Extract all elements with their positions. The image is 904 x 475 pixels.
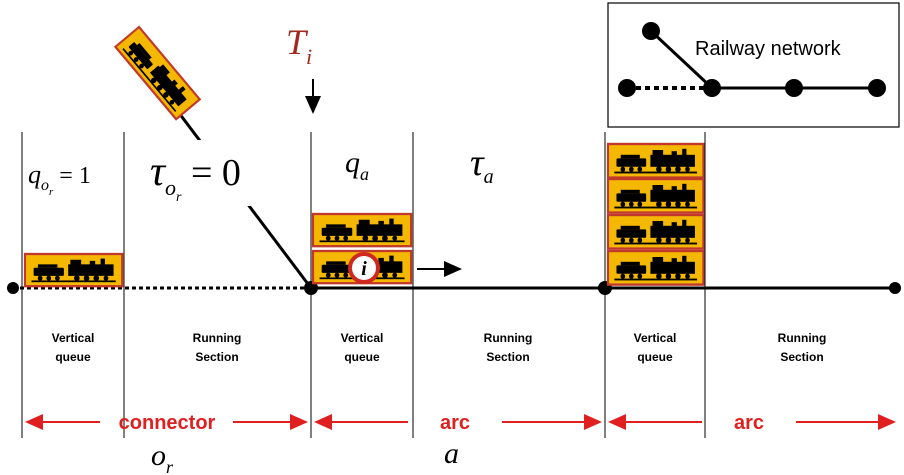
section-label: Vertical <box>341 331 384 345</box>
train-queue-next <box>606 249 705 286</box>
q-or-label: qor = 1 <box>28 160 91 198</box>
node <box>304 281 318 295</box>
legend-text: Railway network <box>695 38 842 60</box>
bracket-label-arc: arc <box>440 412 470 434</box>
section-label: queue <box>344 350 380 364</box>
section-label: Running <box>778 331 827 345</box>
legend-node-icon <box>868 79 886 97</box>
train-incoming <box>114 25 201 121</box>
section-label: queue <box>637 350 673 364</box>
bracket-label-arc: arc <box>734 412 764 434</box>
section-label: Vertical <box>52 331 95 345</box>
train-i-marker <box>348 252 380 284</box>
legend-node-icon <box>703 79 721 97</box>
node <box>7 282 19 294</box>
section-label: Running <box>484 331 533 345</box>
tau-a-label: τa <box>470 142 494 188</box>
train-queue-next <box>606 177 705 214</box>
tau-or-label: τor = 0 <box>150 149 241 205</box>
legend-box <box>607 2 900 128</box>
train-connector <box>23 252 124 288</box>
legend-node-icon <box>785 79 803 97</box>
ti-label: Ti <box>286 22 312 69</box>
section-label: Running <box>193 331 242 345</box>
section-label: Section <box>486 350 529 364</box>
legend-node-icon <box>642 22 660 40</box>
or-label: or <box>151 439 174 475</box>
node <box>889 282 901 294</box>
legend: Railway network <box>607 2 900 128</box>
legend-node-icon <box>618 79 636 97</box>
section-label: Section <box>195 350 238 364</box>
section-labels: Vertical queue Running Section Vertical … <box>52 331 827 364</box>
a-label: a <box>444 437 459 470</box>
section-label: Section <box>780 350 823 364</box>
bracket-label-connector: connector <box>119 412 216 434</box>
train-queue-next <box>606 213 705 250</box>
section-label: queue <box>55 350 91 364</box>
train-i-label: i <box>361 258 367 280</box>
q-a-label: qa <box>345 146 369 184</box>
section-label: Vertical <box>634 331 677 345</box>
train-queue-a-top <box>311 212 413 248</box>
train-queue-next <box>606 142 705 179</box>
brackets: connector arc arc <box>25 412 896 434</box>
